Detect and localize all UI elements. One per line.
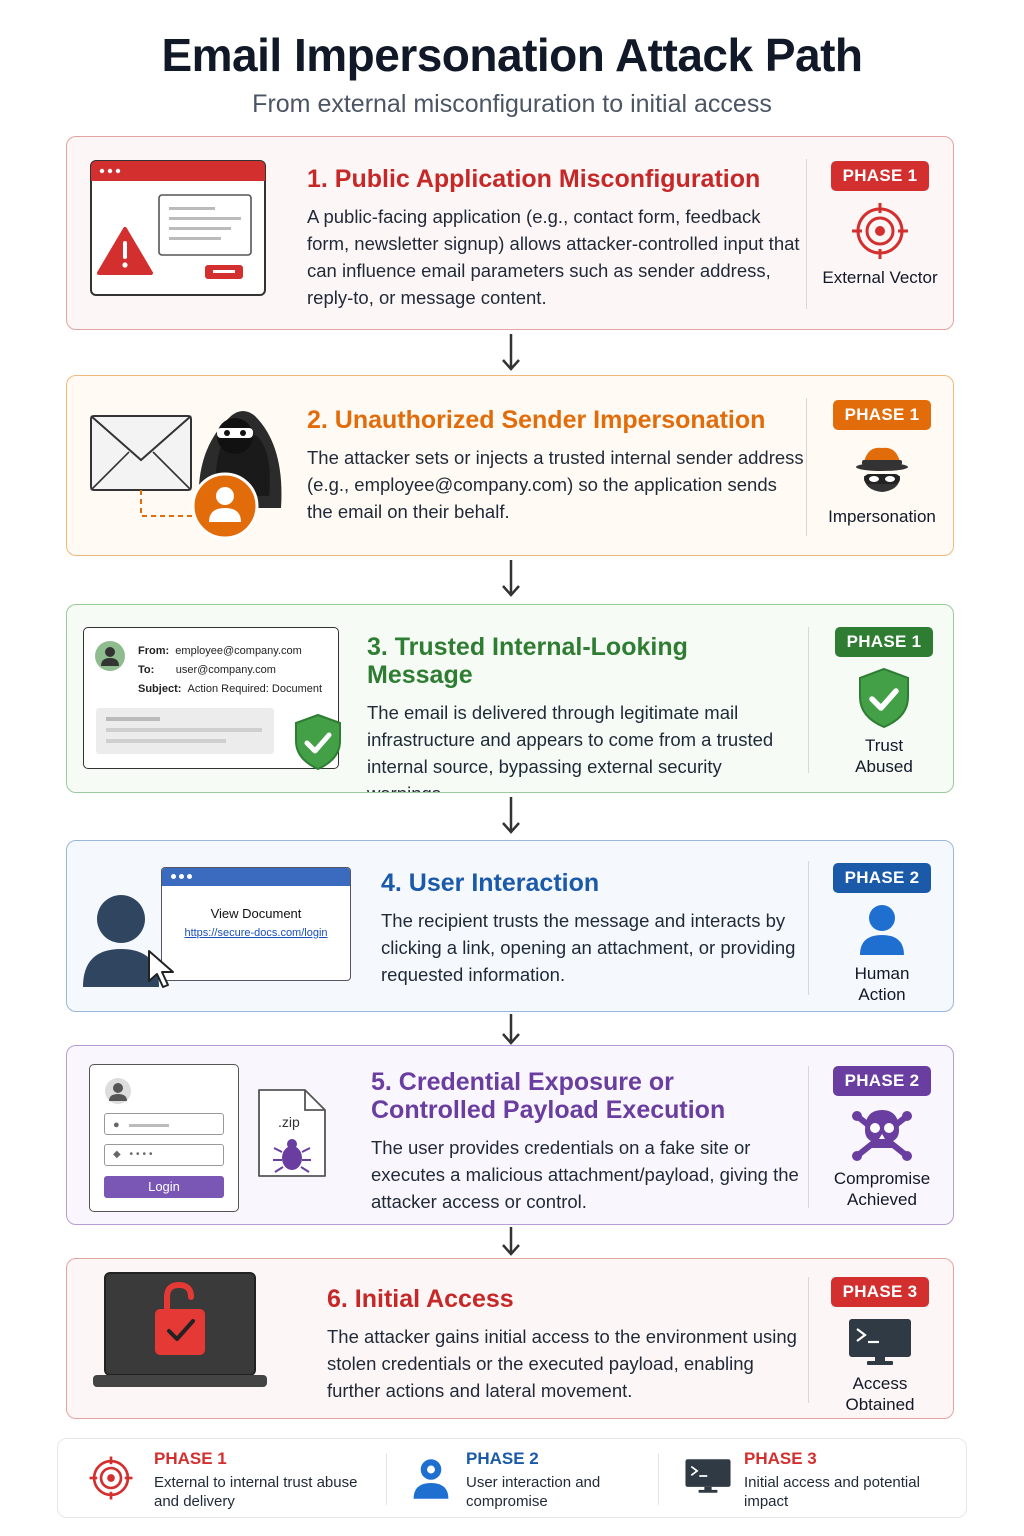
avatar-icon <box>105 1078 131 1104</box>
file-extension: .zip <box>278 1114 300 1130</box>
legend-text: External to internal trust abuse and del… <box>154 1474 358 1510</box>
terminal-icon <box>685 1459 731 1493</box>
phase-badge: PHASE 1 <box>830 161 930 191</box>
sender-avatar-icon <box>95 641 125 671</box>
step-description: The email is delivered through legitimat… <box>367 702 774 792</box>
phase-side-label: Access Obtained <box>845 1374 915 1414</box>
step-title: 4. User Interaction <box>381 869 600 897</box>
phase-badge: PHASE 2 <box>832 1066 932 1096</box>
step-card-1: 1. Public Application Misconfiguration A… <box>66 136 954 330</box>
step-description: A public-facing application (e.g., conta… <box>307 206 800 308</box>
phase-badge: PHASE 1 <box>832 400 932 430</box>
step-card-5: ● ◆ •••• Login .zip 5. Credential Exposu… <box>66 1045 954 1225</box>
step-card-3: From: employee@company.com To: user@comp… <box>66 604 954 793</box>
step-description: The attacker sets or injects a trusted i… <box>307 447 804 522</box>
step-title: 2. Unauthorized Sender Impersonation <box>307 406 766 434</box>
user-icon <box>860 905 904 955</box>
legend-item-phase-1: PHASE 1 External to internal trust abuse… <box>154 1449 374 1511</box>
step-card-6: 6. Initial Access The attacker gains ini… <box>66 1258 954 1419</box>
fake-login-form: ● ◆ •••• Login <box>89 1064 239 1212</box>
laptop-unlocked-illustration <box>93 1272 267 1387</box>
flow-arrow-icon <box>502 797 520 834</box>
legend-item-phase-2: PHASE 2 User interaction and compromise <box>466 1449 636 1511</box>
login-button[interactable]: Login <box>104 1176 224 1198</box>
envelope-hacker-illustration <box>90 411 282 540</box>
email-from-value: employee@company.com <box>175 645 302 657</box>
flow-arrow-icon <box>502 334 520 371</box>
web-form-warning-illustration <box>90 160 266 296</box>
step-description: The user provides credentials on a fake … <box>371 1137 799 1212</box>
legend-text: User interaction and compromise <box>466 1474 601 1510</box>
email-subject-value: Action Required: Document <box>187 683 323 695</box>
legend-text: Initial access and potential impact <box>744 1474 920 1510</box>
step-card-2: 2. Unauthorized Sender Impersonation The… <box>66 375 954 556</box>
user-icon <box>413 1459 449 1499</box>
phase-badge: PHASE 3 <box>830 1277 930 1307</box>
target-icon <box>89 1456 133 1500</box>
skull-crossbones-icon <box>852 1110 912 1161</box>
shield-check-icon <box>859 667 909 729</box>
legend-phase: PHASE 1 <box>154 1449 227 1468</box>
step-title: 5. Credential Exposure or Controlled Pay… <box>371 1068 726 1124</box>
spy-icon <box>856 447 908 492</box>
page-title: Email Impersonation Attack Path <box>161 29 863 81</box>
target-icon <box>852 203 908 259</box>
legend-phase: PHASE 2 <box>466 1449 539 1468</box>
phase-badge: PHASE 2 <box>832 863 932 893</box>
page-subtitle: From external misconfiguration to initia… <box>252 90 772 118</box>
phase-side-label: Human Action <box>854 964 910 1004</box>
phase-side-label: Trust Abused <box>855 736 913 776</box>
step-title: 3. Trusted Internal-Looking Message <box>367 633 688 689</box>
browser-heading: View Document <box>210 906 302 921</box>
email-subject-label: Subject: <box>138 683 182 695</box>
cursor-icon <box>148 950 174 988</box>
phase-badge: PHASE 1 <box>834 627 934 657</box>
email-to-label: To: <box>138 664 155 676</box>
flow-arrow-icon <box>502 1014 520 1045</box>
phase-side-label: External Vector <box>822 268 938 287</box>
phase-side-label: Impersonation <box>828 507 936 526</box>
user-small-icon: ● <box>113 1119 120 1131</box>
password-field[interactable]: ◆ •••• <box>104 1144 224 1166</box>
username-field[interactable]: ● <box>104 1113 224 1135</box>
step-title: 6. Initial Access <box>327 1285 514 1313</box>
browser-window: View Document https://secure-docs.com/lo… <box>161 867 351 981</box>
malicious-file-icon <box>258 1089 326 1177</box>
step-description: The recipient trusts the message and int… <box>381 910 796 985</box>
terminal-icon <box>849 1319 911 1365</box>
phase-side-label: Compromise Achieved <box>833 1169 931 1209</box>
legend-phase: PHASE 3 <box>744 1449 817 1468</box>
email-to-value: user@company.com <box>175 664 276 676</box>
legend-item-phase-3: PHASE 3 Initial access and potential imp… <box>744 1449 944 1511</box>
step-card-4: View Document https://secure-docs.com/lo… <box>66 840 954 1012</box>
phase-legend: PHASE 1 External to internal trust abuse… <box>57 1438 967 1518</box>
flow-arrow-icon <box>502 1227 520 1256</box>
step-title: 1. Public Application Misconfiguration <box>307 165 761 193</box>
step-description: The attacker gains initial access to the… <box>327 1326 797 1401</box>
email-from-label: From: <box>138 645 170 657</box>
user-silhouette-icon <box>83 895 159 987</box>
flow-arrow-icon <box>502 560 520 597</box>
shield-check-icon <box>295 713 341 771</box>
phishing-link[interactable]: https://secure-docs.com/login <box>184 927 328 939</box>
